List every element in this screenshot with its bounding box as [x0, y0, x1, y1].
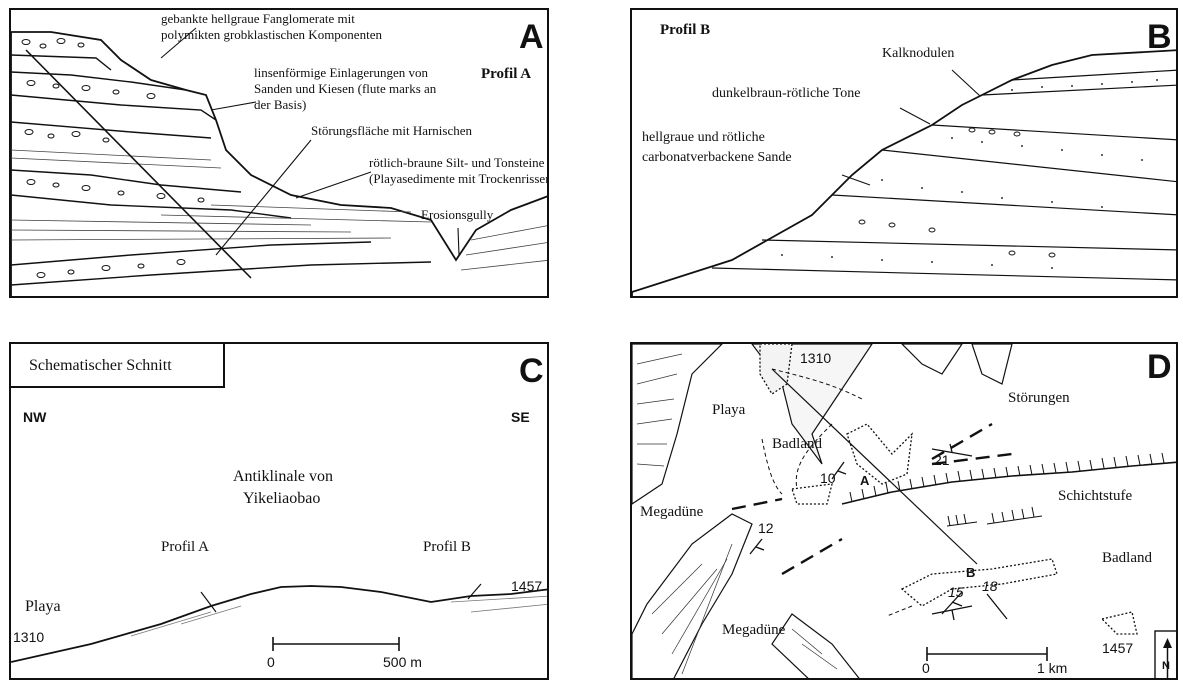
- panel-b: Profil B Kalknodulen dunkelbraun-rötlich…: [630, 8, 1178, 298]
- panel-b-letter: B: [1147, 18, 1172, 57]
- label-lenses-2: Sanden und Kiesen (flute marks an: [254, 82, 436, 97]
- dip-value-10: 10: [820, 470, 836, 486]
- label-fault: Störungsfläche mit Harnischen: [311, 124, 472, 139]
- panel-c: Schematischer Schnitt NW SE Antiklinale …: [9, 342, 549, 680]
- panel-a-letter: A: [519, 18, 544, 57]
- map-label-badland-1: Badland: [772, 436, 822, 453]
- label-anticline-2: Yikeliaobao: [243, 490, 320, 508]
- map-scale-zero: 0: [922, 660, 930, 676]
- label-fanglomerate-2: polymikten grobklastischen Komponenten: [161, 28, 382, 43]
- dip-value-15: 15: [948, 584, 964, 600]
- panel-a: gebankte hellgraue Fanglomerate mit poly…: [9, 8, 549, 298]
- map-point-a: A: [860, 474, 869, 489]
- map-label-faults: Störungen: [1008, 390, 1070, 407]
- profile-a-title: Profil A: [481, 66, 531, 83]
- panel-c-letter: C: [519, 352, 544, 391]
- map-label-megadune-2: Megadüne: [722, 622, 785, 639]
- label-playa: Playa: [25, 598, 61, 616]
- label-profile-a: Profil A: [161, 539, 209, 556]
- scale-end: 500 m: [383, 654, 422, 670]
- label-se: SE: [511, 409, 530, 425]
- label-silt-1: rötlich-braune Silt- und Tonsteine: [369, 156, 544, 171]
- label-lenses-3: der Basis): [254, 98, 306, 113]
- label-nw: NW: [23, 409, 46, 425]
- label-lenses-1: linsenförmige Einlagerungen von: [254, 66, 428, 81]
- north-arrow-label: N: [1162, 660, 1170, 673]
- label-nodules: Kalknodulen: [882, 46, 954, 62]
- panel-d-letter: D: [1147, 348, 1172, 387]
- map-label-playa: Playa: [712, 402, 745, 419]
- dip-value-18: 18: [982, 578, 998, 594]
- dip-value-12: 12: [758, 520, 774, 536]
- profile-a-drawing: [11, 10, 549, 298]
- label-anticline-1: Antiklinale von: [233, 468, 333, 486]
- label-sands-1: hellgraue und rötliche: [642, 130, 765, 146]
- map-elev-bottom: 1457: [1102, 640, 1133, 656]
- scale-zero: 0: [267, 654, 275, 670]
- label-sands-2: carbonatverbackene Sande: [642, 150, 792, 166]
- map-label-scarp: Schichtstufe: [1058, 488, 1132, 505]
- map-label-badland-2: Badland: [1102, 550, 1152, 567]
- label-profile-b: Profil B: [423, 539, 471, 556]
- label-clays: dunkelbraun-rötliche Tone: [712, 86, 860, 102]
- map-scale-end: 1 km: [1037, 660, 1067, 676]
- elevation-right: 1457: [511, 578, 542, 594]
- panel-d: 1310 Störungen Playa Badland Megadüne Sc…: [630, 342, 1178, 680]
- schematic-section-drawing: [11, 344, 549, 680]
- profile-b-title: Profil B: [660, 22, 710, 39]
- label-gully: Erosionsgully: [421, 208, 493, 223]
- label-fanglomerate-1: gebankte hellgraue Fanglomerate mit: [161, 12, 355, 27]
- map-point-b: B: [966, 566, 975, 581]
- schematic-title: Schematischer Schnitt: [29, 357, 172, 375]
- map-label-megadune-1: Megadüne: [640, 504, 703, 521]
- map-drawing: [632, 344, 1178, 680]
- map-elev-top: 1310: [800, 350, 831, 366]
- strata-hints: [131, 596, 549, 636]
- label-silt-2: (Playasedimente mit Trockenrissen): [369, 172, 549, 187]
- elevation-left: 1310: [13, 629, 44, 645]
- dip-value-21: 21: [934, 452, 950, 468]
